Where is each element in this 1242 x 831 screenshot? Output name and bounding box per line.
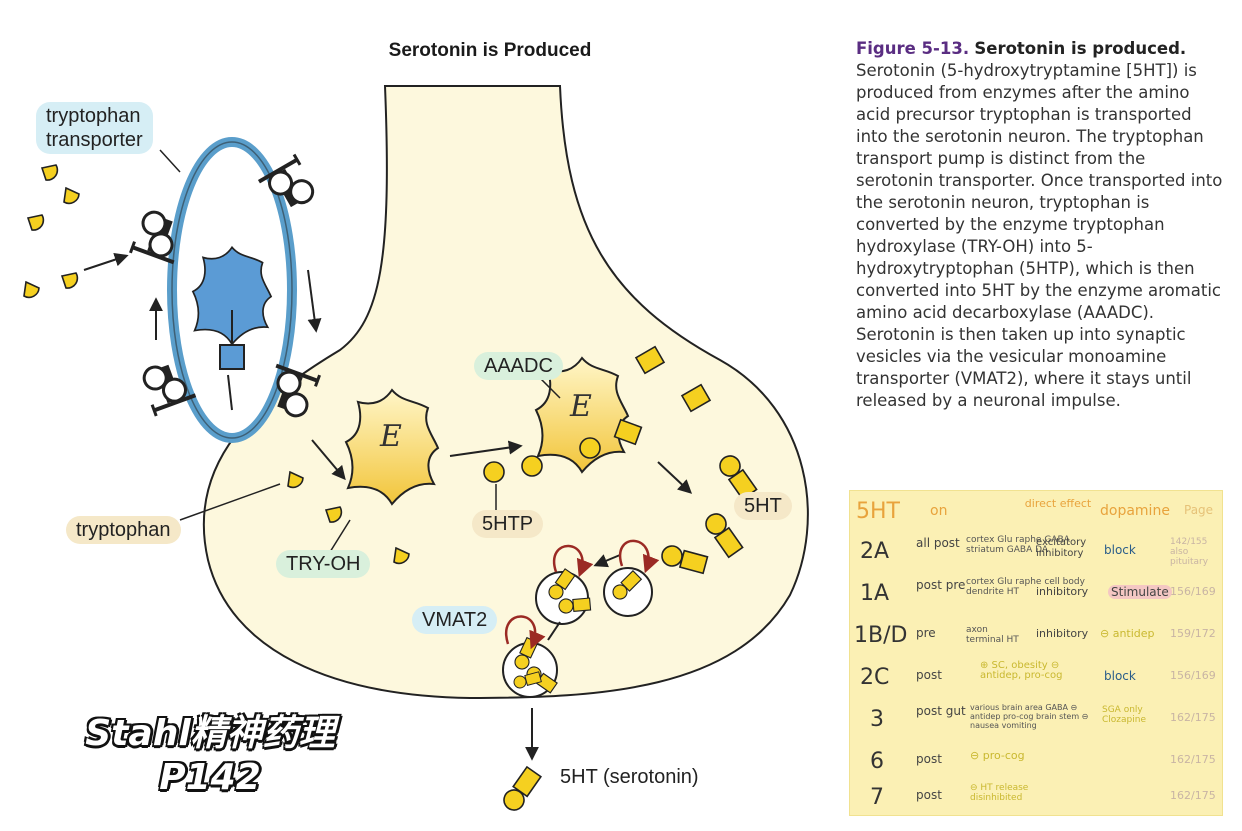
watermark: Stahl精神药理 P142 bbox=[60, 712, 360, 800]
tryptophan-molecule bbox=[41, 164, 59, 181]
label-5ht-serotonin: 5HT (serotonin) bbox=[560, 766, 699, 788]
notes-row-dopamine: block bbox=[1104, 669, 1136, 683]
vesicle bbox=[535, 565, 595, 625]
notes-row-detail: ⊖ HT release disinhibited bbox=[970, 783, 1029, 803]
label-aaadc: AAADC bbox=[474, 352, 563, 380]
notes-row-page: 162/175 bbox=[1170, 753, 1216, 766]
htp-molecule bbox=[579, 437, 601, 459]
notes-row-detail: ⊖ pro-cog bbox=[970, 749, 1025, 762]
notes-header-effect: direct effect bbox=[1024, 497, 1092, 510]
notes-header-location: on bbox=[930, 503, 948, 519]
vesicle bbox=[603, 567, 653, 617]
serotonin-synthesis-diagram: E E bbox=[23, 85, 809, 815]
label-5ht: 5HT bbox=[734, 492, 792, 520]
notes-row-code: 3 bbox=[870, 707, 884, 732]
notes-row-page: 156/169 bbox=[1170, 669, 1216, 682]
neuron-terminal bbox=[202, 85, 809, 700]
try-oh-enzyme-letter: E bbox=[379, 419, 402, 454]
aaadc-enzyme-letter: E bbox=[569, 389, 592, 424]
notes-row-code: 2C bbox=[860, 665, 890, 690]
transporter-enzyme-block bbox=[219, 344, 245, 370]
label-tryptophan-transporter-line2: transporter bbox=[46, 129, 143, 151]
watermark-line1: Stahl精神药理 bbox=[85, 713, 335, 754]
notes-row-effect: excitatory inhibitory bbox=[1036, 537, 1087, 559]
notes-row-code: 1A bbox=[860, 581, 890, 606]
tryptophan-molecule bbox=[61, 272, 79, 289]
notes-row-dopamine: block bbox=[1104, 543, 1136, 557]
htp-molecule bbox=[521, 455, 543, 477]
notes-row-code: 6 bbox=[870, 749, 884, 774]
notes-header-page: Page bbox=[1184, 503, 1214, 517]
tryptophan-molecule bbox=[63, 187, 80, 205]
notes-row-location: all post bbox=[916, 536, 960, 550]
notes-row-code: 7 bbox=[870, 785, 884, 810]
notes-row-location: post bbox=[916, 788, 942, 802]
notes-row-page: 162/175 bbox=[1170, 711, 1216, 724]
notes-row-location: pre bbox=[916, 626, 936, 640]
watermark-line2: P142 bbox=[159, 757, 261, 798]
notes-header: 5HT on direct effect dopamine Page bbox=[850, 495, 1222, 531]
notes-row-location: post pre bbox=[916, 578, 966, 592]
notes-row-page: 156/169 bbox=[1170, 585, 1216, 598]
notes-row-7: 7 post ⊖ HT release disinhibited 162/175 bbox=[850, 777, 1222, 819]
figure-caption-body: Serotonin (5-hydroxytryptamine [5HT]) is… bbox=[856, 61, 1223, 410]
notes-row-location: post gut bbox=[916, 704, 966, 718]
label-tryptophan: tryptophan bbox=[66, 516, 181, 544]
htp-molecule bbox=[483, 461, 505, 483]
figure-title: Serotonin is produced. bbox=[974, 39, 1187, 58]
notes-row-1b-d: 1B/D pre axon terminal HT inhibitory ⊖ a… bbox=[850, 615, 1222, 657]
notes-row-effect: inhibitory bbox=[1036, 627, 1089, 640]
notes-row-dopamine: ⊖ antidep bbox=[1100, 627, 1155, 640]
notes-row-2c: 2C post ⊕ SC, obesity ⊖ antidep, pro-cog… bbox=[850, 657, 1222, 699]
label-tryptophan-transporter-line1: tryptophan bbox=[46, 105, 141, 127]
notes-row-code: 2A bbox=[860, 539, 890, 564]
label-tryptophan-transporter: tryptophan transporter bbox=[36, 102, 153, 154]
diagram-title: Serotonin is Produced bbox=[388, 40, 592, 61]
notes-row-code: 1B/D bbox=[854, 623, 908, 648]
tryptophan-molecule bbox=[27, 214, 45, 231]
released-serotonin bbox=[493, 762, 551, 815]
label-try-oh: TRY-OH bbox=[276, 550, 371, 578]
notes-row-6: 6 post ⊖ pro-cog 162/175 bbox=[850, 741, 1222, 783]
notes-row-page: 162/175 bbox=[1170, 789, 1216, 802]
figure-number: Figure 5-13. bbox=[856, 39, 970, 58]
notes-row-page: 142/155 also pituitary bbox=[1170, 537, 1209, 567]
label-5htp: 5HTP bbox=[472, 510, 544, 538]
notes-row-detail: cortex Glu raphe cell body dendrite HT bbox=[966, 577, 1085, 597]
tryptophan-molecule bbox=[23, 281, 40, 299]
notes-header-receptor: 5HT bbox=[856, 499, 900, 524]
notes-row-3: 3 post gut various brain area GABA ⊖ ant… bbox=[850, 699, 1222, 741]
notes-row-detail: axon terminal HT bbox=[966, 625, 1019, 645]
notes-row-location: post bbox=[916, 752, 942, 766]
figure-caption: Figure 5-13. Serotonin is produced. Sero… bbox=[856, 38, 1226, 412]
notes-row-effect: inhibitory bbox=[1036, 585, 1089, 598]
notes-row-detail: cortex Glu raphe GABA striatum GABA DA bbox=[966, 535, 1070, 555]
label-vmat2: VMAT2 bbox=[412, 606, 498, 634]
notes-row-2a: 2A all post cortex Glu raphe GABA striat… bbox=[850, 531, 1222, 573]
receptor-notes-card: 5HT on direct effect dopamine Page 2A al… bbox=[850, 491, 1222, 815]
notes-row-location: post bbox=[916, 668, 942, 682]
notes-row-page: 159/172 bbox=[1170, 627, 1216, 640]
notes-row-dopamine: SGA only Clozapine bbox=[1102, 705, 1146, 725]
notes-row-1a: 1A post pre cortex Glu raphe cell body d… bbox=[850, 573, 1222, 615]
notes-row-detail: ⊕ SC, obesity ⊖ antidep, pro-cog bbox=[980, 660, 1063, 681]
notes-header-dopamine: dopamine bbox=[1100, 503, 1170, 519]
notes-row-detail: various brain area GABA ⊖ antidep pro-co… bbox=[970, 703, 1089, 730]
notes-row-dopamine: Stimulate bbox=[1108, 585, 1172, 599]
